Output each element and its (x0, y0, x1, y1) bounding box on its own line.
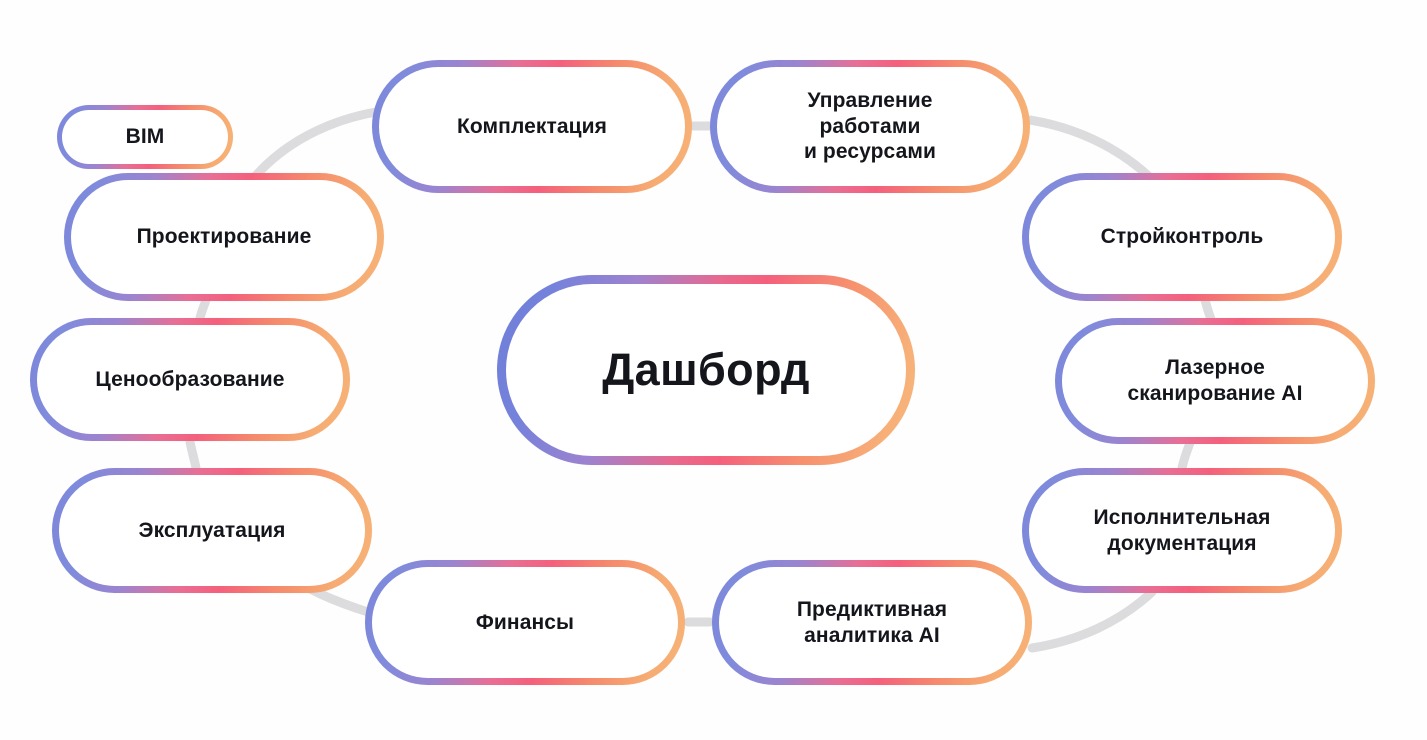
node-lazernoe-label: Лазерное сканирование AI (1127, 356, 1303, 405)
node-prediktivnaya-inner: Предиктивная аналитика AI (719, 567, 1025, 678)
node-bim-label: BIM (125, 125, 165, 149)
node-finansy[interactable]: Финансы (365, 560, 685, 685)
node-dashboard-hub-inner: Дашборд (506, 284, 906, 456)
node-lazernoe-skanirovanie-ai[interactable]: Лазерное сканирование AI (1055, 318, 1375, 444)
node-ekspluataciya[interactable]: Эксплуатация (52, 468, 372, 593)
node-prediktivnaya-label: Предиктивная аналитика AI (796, 597, 948, 647)
node-upravlenie-label: Управление работами и ресурсами (803, 89, 937, 164)
node-bim[interactable]: BIM (57, 105, 233, 169)
node-cenoobrazovanie-label: Ценообразование (95, 367, 285, 391)
node-ekspluataciya-inner: Эксплуатация (59, 475, 365, 586)
node-upravlenie-rabotami-i-resursami[interactable]: Управление работами и ресурсами (710, 60, 1030, 193)
node-prediktivnaya-analitika-ai[interactable]: Предиктивная аналитика AI (712, 560, 1032, 685)
connector-ispolnitelnaya-prediktivnaya (1027, 587, 1157, 653)
node-finansy-inner: Финансы (372, 567, 678, 678)
node-proektirovanie[interactable]: Проектирование (64, 173, 384, 301)
node-lazernoe-inner: Лазерное сканирование AI (1062, 325, 1368, 437)
node-cenoobrazovanie-inner: Ценообразование (37, 325, 343, 434)
node-komplektaciya-label: Комплектация (456, 114, 608, 138)
connector-cenoobrazovanie-proektirovanie (195, 295, 211, 323)
node-dashboard-hub-label: Дашборд (602, 343, 810, 395)
node-stroykontrol-inner: Стройконтроль (1029, 180, 1335, 294)
node-upravlenie-inner: Управление работами и ресурсами (717, 67, 1023, 186)
node-proektirovanie-inner: Проектирование (71, 180, 377, 294)
connector-lazernoe-ispolnitelnaya (1177, 438, 1195, 473)
node-komplektaciya-inner: Комплектация (379, 67, 685, 186)
connector-ekspluataciya-cenoobrazovanie (185, 437, 201, 473)
node-stroykontrol-label: Стройконтроль (1100, 225, 1264, 249)
node-dashboard-hub[interactable]: Дашборд (497, 275, 915, 465)
node-finansy-label: Финансы (475, 610, 575, 634)
node-proektirovanie-label: Проектирование (136, 225, 312, 249)
node-stroykontrol[interactable]: Стройконтроль (1022, 173, 1342, 301)
node-bim-inner: BIM (62, 110, 228, 164)
node-ispolnitelnaya-dokumentaciya[interactable]: Исполнительная документация (1022, 468, 1342, 593)
node-cenoobrazovanie[interactable]: Ценообразование (30, 318, 350, 441)
node-ispolnitelnaya-label: Исполнительная документация (1093, 505, 1271, 555)
node-ekspluataciya-label: Эксплуатация (138, 518, 286, 542)
node-komplektaciya[interactable]: Комплектация (372, 60, 692, 193)
node-ispolnitelnaya-inner: Исполнительная документация (1029, 475, 1335, 586)
